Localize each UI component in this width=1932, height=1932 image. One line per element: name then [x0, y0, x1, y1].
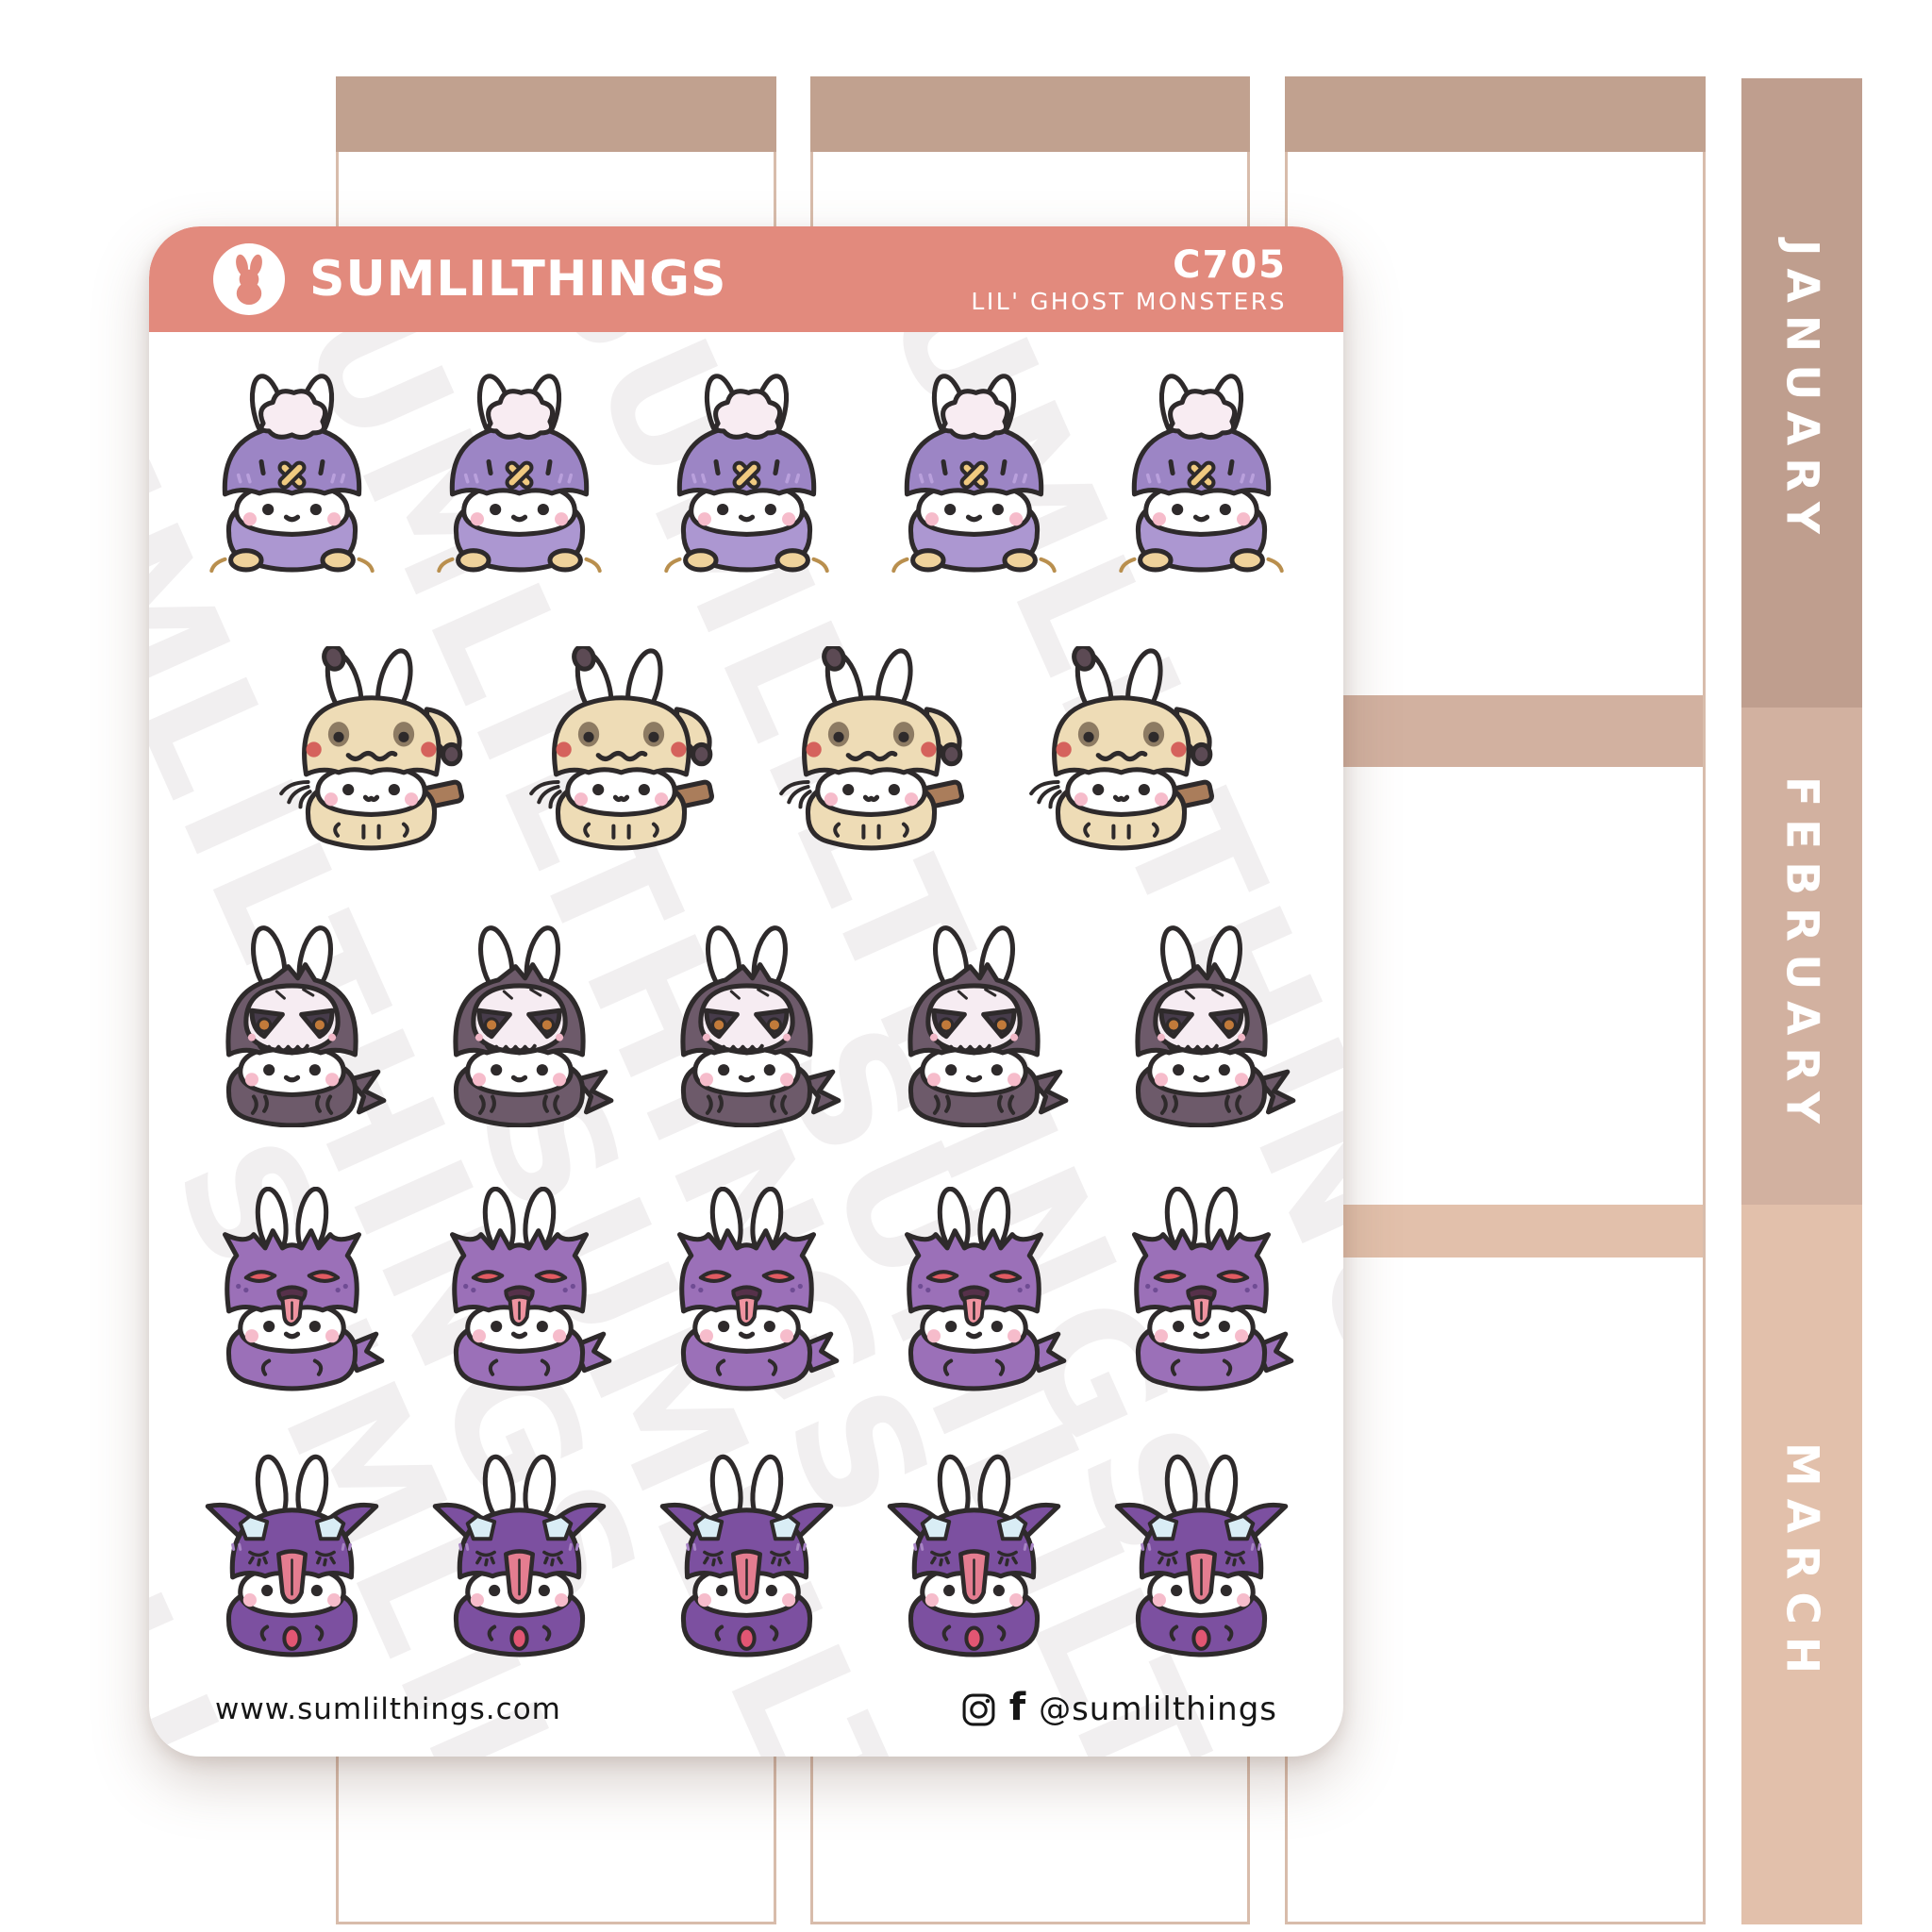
- planner-column-3-header-bar: [1285, 76, 1706, 152]
- sticker-duskull-bunny: [195, 923, 389, 1127]
- sticker-mimikyu-bunny: [525, 646, 718, 851]
- month-tab-march-label: MARCH: [1775, 1442, 1828, 1687]
- sticker-row-duskull-bunny: [149, 923, 1343, 1127]
- facebook-icon: f: [1008, 1686, 1026, 1729]
- sticker-grid: [149, 226, 1343, 1757]
- sticker-drifloon-bunny: [650, 368, 843, 573]
- sticker-drifloon-bunny: [195, 368, 389, 573]
- month-tab-february-label: FEBRUARY: [1775, 776, 1828, 1136]
- bunny-icon: [236, 254, 262, 306]
- sticker-row-sableye-bunny: [149, 1453, 1343, 1657]
- sticker-duskull-bunny: [423, 923, 616, 1127]
- brand-logo: [213, 243, 285, 315]
- sticker-sableye-bunny: [423, 1453, 616, 1657]
- website-url: www.sumlilthings.com: [215, 1692, 561, 1726]
- social-row: f @sumlilthings: [961, 1686, 1277, 1729]
- sticker-mimikyu-bunny: [1024, 646, 1218, 851]
- sticker-sheet: SUMLILTHINGS SUMLILTHINGS SUMLILTHINGS S…: [149, 226, 1343, 1757]
- sticker-sableye-bunny: [1105, 1453, 1298, 1657]
- sticker-gengar-bunny: [1105, 1187, 1298, 1391]
- sticker-row-gengar-bunny: [149, 1187, 1343, 1391]
- planner-column-2-header-bar: [810, 76, 1250, 152]
- month-tab-february: FEBRUARY: [1741, 708, 1862, 1205]
- sticker-gengar-bunny: [195, 1187, 389, 1391]
- february-section-bar: [1288, 695, 1703, 767]
- sticker-row-drifloon-bunny: [149, 368, 1343, 573]
- planner-column-3: [1285, 76, 1706, 1924]
- sticker-drifloon-bunny: [1105, 368, 1298, 573]
- month-tab-january: JANUARY: [1741, 78, 1862, 708]
- sticker-sableye-bunny: [877, 1453, 1071, 1657]
- sticker-gengar-bunny: [650, 1187, 843, 1391]
- sticker-mimikyu-bunny: [275, 646, 468, 851]
- march-section-bar: [1288, 1205, 1703, 1257]
- sticker-row-mimikyu-bunny: [149, 646, 1343, 851]
- product-code: C705: [1173, 242, 1287, 287]
- sticker-drifloon-bunny: [877, 368, 1071, 573]
- sticker-sableye-bunny: [650, 1453, 843, 1657]
- sticker-duskull-bunny: [1105, 923, 1298, 1127]
- sheet-header: SUMLILTHINGS C705 LIL' GHOST MONSTERS: [149, 226, 1343, 332]
- sticker-drifloon-bunny: [423, 368, 616, 573]
- instagram-icon: [962, 1693, 995, 1725]
- sticker-mimikyu-bunny: [774, 646, 968, 851]
- sticker-sableye-bunny: [195, 1453, 389, 1657]
- planner-column-1-header-bar: [336, 76, 776, 152]
- sticker-gengar-bunny: [877, 1187, 1071, 1391]
- month-tab-january-label: JANUARY: [1775, 240, 1828, 546]
- sticker-duskull-bunny: [650, 923, 843, 1127]
- social-handle: @sumlilthings: [1039, 1690, 1277, 1728]
- brand-name: SUMLILTHINGS: [309, 251, 727, 308]
- sheet-footer: www.sumlilthings.com f @sumlilthings: [215, 1687, 1277, 1732]
- sticker-gengar-bunny: [423, 1187, 616, 1391]
- product-title: LIL' GHOST MONSTERS: [971, 287, 1287, 315]
- sticker-duskull-bunny: [877, 923, 1071, 1127]
- month-tab-march: MARCH: [1741, 1205, 1862, 1924]
